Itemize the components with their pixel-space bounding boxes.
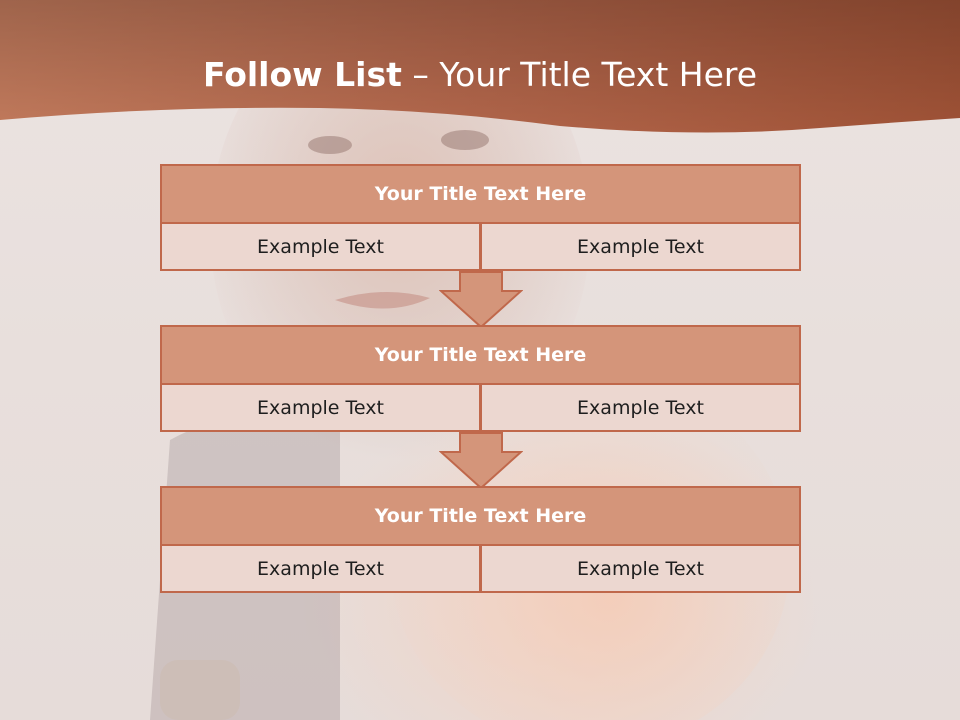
step-2-right-text: Example Text xyxy=(480,383,801,432)
step-1-left-text: Example Text xyxy=(160,222,481,271)
down-arrow-icon xyxy=(439,432,523,490)
step-2: Your Title Text Here Example Text Exampl… xyxy=(160,325,801,432)
step-3-left-text: Example Text xyxy=(160,544,481,593)
step-1-title: Your Title Text Here xyxy=(160,164,801,224)
page-title: Follow List – Your Title Text Here xyxy=(0,52,960,98)
step-3-right-text: Example Text xyxy=(480,544,801,593)
header-band xyxy=(0,0,960,133)
step-3-title: Your Title Text Here xyxy=(160,486,801,546)
title-bold-part: Follow List xyxy=(202,55,402,94)
step-1: Your Title Text Here Example Text Exampl… xyxy=(160,164,801,271)
step-3: Your Title Text Here Example Text Exampl… xyxy=(160,486,801,593)
title-rest-part: – Your Title Text Here xyxy=(401,55,758,94)
step-2-title: Your Title Text Here xyxy=(160,325,801,385)
step-2-left-text: Example Text xyxy=(160,383,481,432)
down-arrow-icon xyxy=(439,271,523,329)
step-1-right-text: Example Text xyxy=(480,222,801,271)
